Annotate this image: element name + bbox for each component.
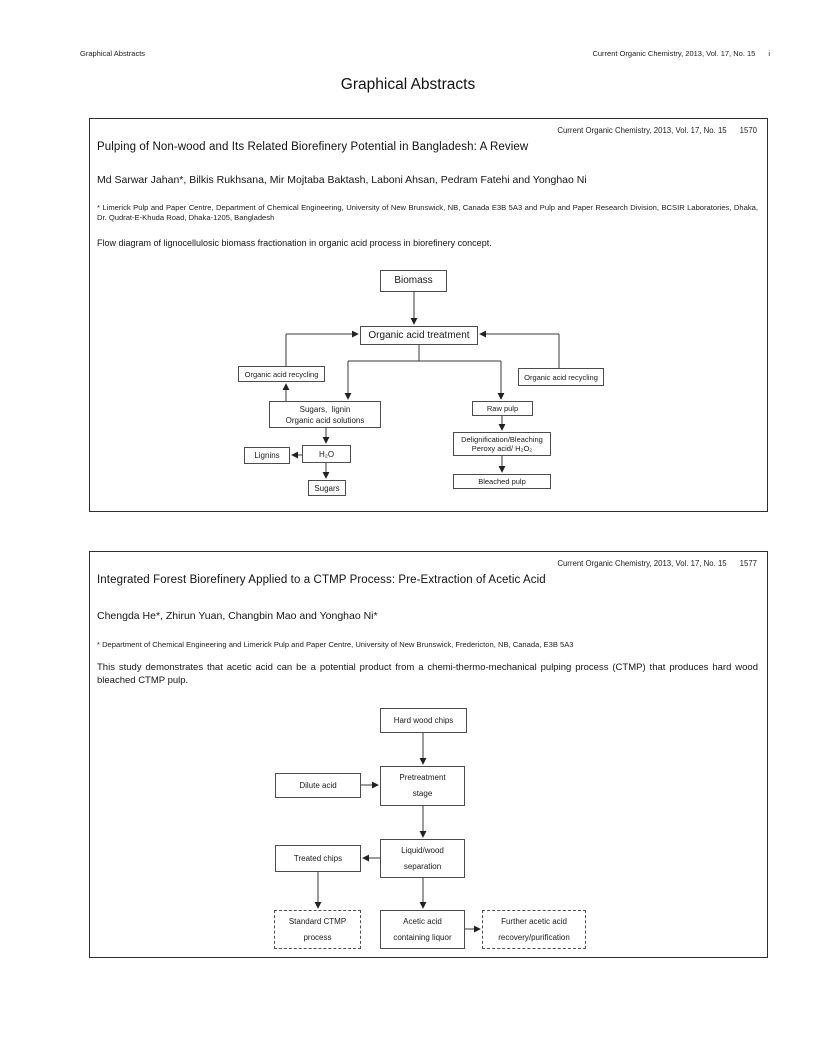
- journal-line-1: Current Organic Chemistry, 2013, Vol. 17…: [557, 126, 757, 135]
- journal-line-2: Current Organic Chemistry, 2013, Vol. 17…: [557, 559, 757, 568]
- article-caption-1: Flow diagram of lignocellulosic biomass …: [97, 238, 492, 248]
- page-title: Graphical Abstracts: [340, 76, 476, 93]
- node-hard-wood-chips: Hard wood chips: [380, 708, 467, 733]
- article-title-1: Pulping of Non-wood and Its Related Bior…: [97, 141, 529, 153]
- article-page-number: 1570: [739, 126, 757, 135]
- running-header-page-number: i: [768, 49, 770, 58]
- node-recovery-line2: recovery/purification: [498, 932, 570, 942]
- node-pretreatment-line2: stage: [412, 789, 433, 798]
- node-sugars: Sugars: [308, 480, 346, 496]
- journal-citation: Current Organic Chemistry, 2013, Vol. 17…: [557, 559, 727, 568]
- node-standard-ctmp-line1: Standard CTMP: [288, 916, 347, 926]
- running-header-left: Graphical Abstracts: [80, 49, 146, 58]
- journal-citation: Current Organic Chemistry, 2013, Vol. 17…: [557, 126, 727, 135]
- node-pretreatment-stage: Pretreatment stage: [380, 766, 465, 806]
- node-liquid-wood-separation: Liquid/wood separation: [380, 839, 465, 878]
- abstract-card-1: Current Organic Chemistry, 2013, Vol. 17…: [89, 118, 768, 512]
- running-header-journal: Current Organic Chemistry, 2013, Vol. 17…: [592, 49, 756, 58]
- node-dilute-acid: Dilute acid: [275, 773, 361, 798]
- node-bleached-pulp: Bleached pulp: [453, 474, 551, 489]
- abstract-card-2: Current Organic Chemistry, 2013, Vol. 17…: [89, 551, 768, 958]
- node-organic-acid-recycling-right: Organic acid recycling: [518, 368, 604, 386]
- article-title-2: Integrated Forest Biorefinery Applied to…: [97, 574, 546, 586]
- node-pretreatment-line1: Pretreatment: [399, 773, 446, 782]
- node-organic-acid-treatment: Organic acid treatment: [360, 326, 478, 345]
- node-acetic-line2: containing liquor: [393, 932, 452, 942]
- node-further-recovery: Further acetic acid recovery/purification: [482, 910, 586, 949]
- article-affiliation-2: * Department of Chemical Engineering and…: [97, 640, 574, 649]
- node-recovery-line1: Further acetic acid: [501, 916, 567, 926]
- article-authors-1: Md Sarwar Jahan*, Bilkis Rukhsana, Mir M…: [97, 174, 587, 186]
- node-separation-line2: separation: [403, 861, 442, 871]
- node-h2o: H₂O: [302, 445, 351, 463]
- article-authors-2: Chengda He*, Zhirun Yuan, Changbin Mao a…: [97, 610, 378, 622]
- node-sugars-lignin-line2: Organic acid solutions: [285, 415, 365, 425]
- running-header-right: Current Organic Chemistry, 2013, Vol. 17…: [592, 49, 770, 58]
- node-delignification-line2: Peroxy acid/ H₂O₂: [471, 444, 533, 453]
- article-affiliation-1: * Limerick Pulp and Paper Centre, Depart…: [97, 203, 758, 222]
- article-page-number: 1577: [739, 559, 757, 568]
- node-standard-ctmp-process: Standard CTMP process: [274, 910, 361, 949]
- node-raw-pulp: Raw pulp: [472, 401, 533, 416]
- node-standard-ctmp-line2: process: [303, 932, 332, 942]
- node-biomass: Biomass: [380, 270, 447, 292]
- node-separation-line1: Liquid/wood: [401, 845, 444, 855]
- node-treated-chips: Treated chips: [275, 845, 361, 872]
- node-acetic-line1: Acetic acid: [403, 916, 442, 926]
- node-sugars-lignin-line1: Sugars, lignin: [299, 404, 351, 414]
- node-delignification-line1: Delignification/Bleaching: [461, 435, 543, 444]
- node-organic-acid-recycling-left: Organic acid recycling: [238, 366, 325, 382]
- node-lignins: Lignins: [244, 447, 290, 464]
- article-description-2: This study demonstrates that acetic acid…: [97, 662, 758, 686]
- node-acetic-acid-liquor: Acetic acid containing liquor: [380, 910, 465, 949]
